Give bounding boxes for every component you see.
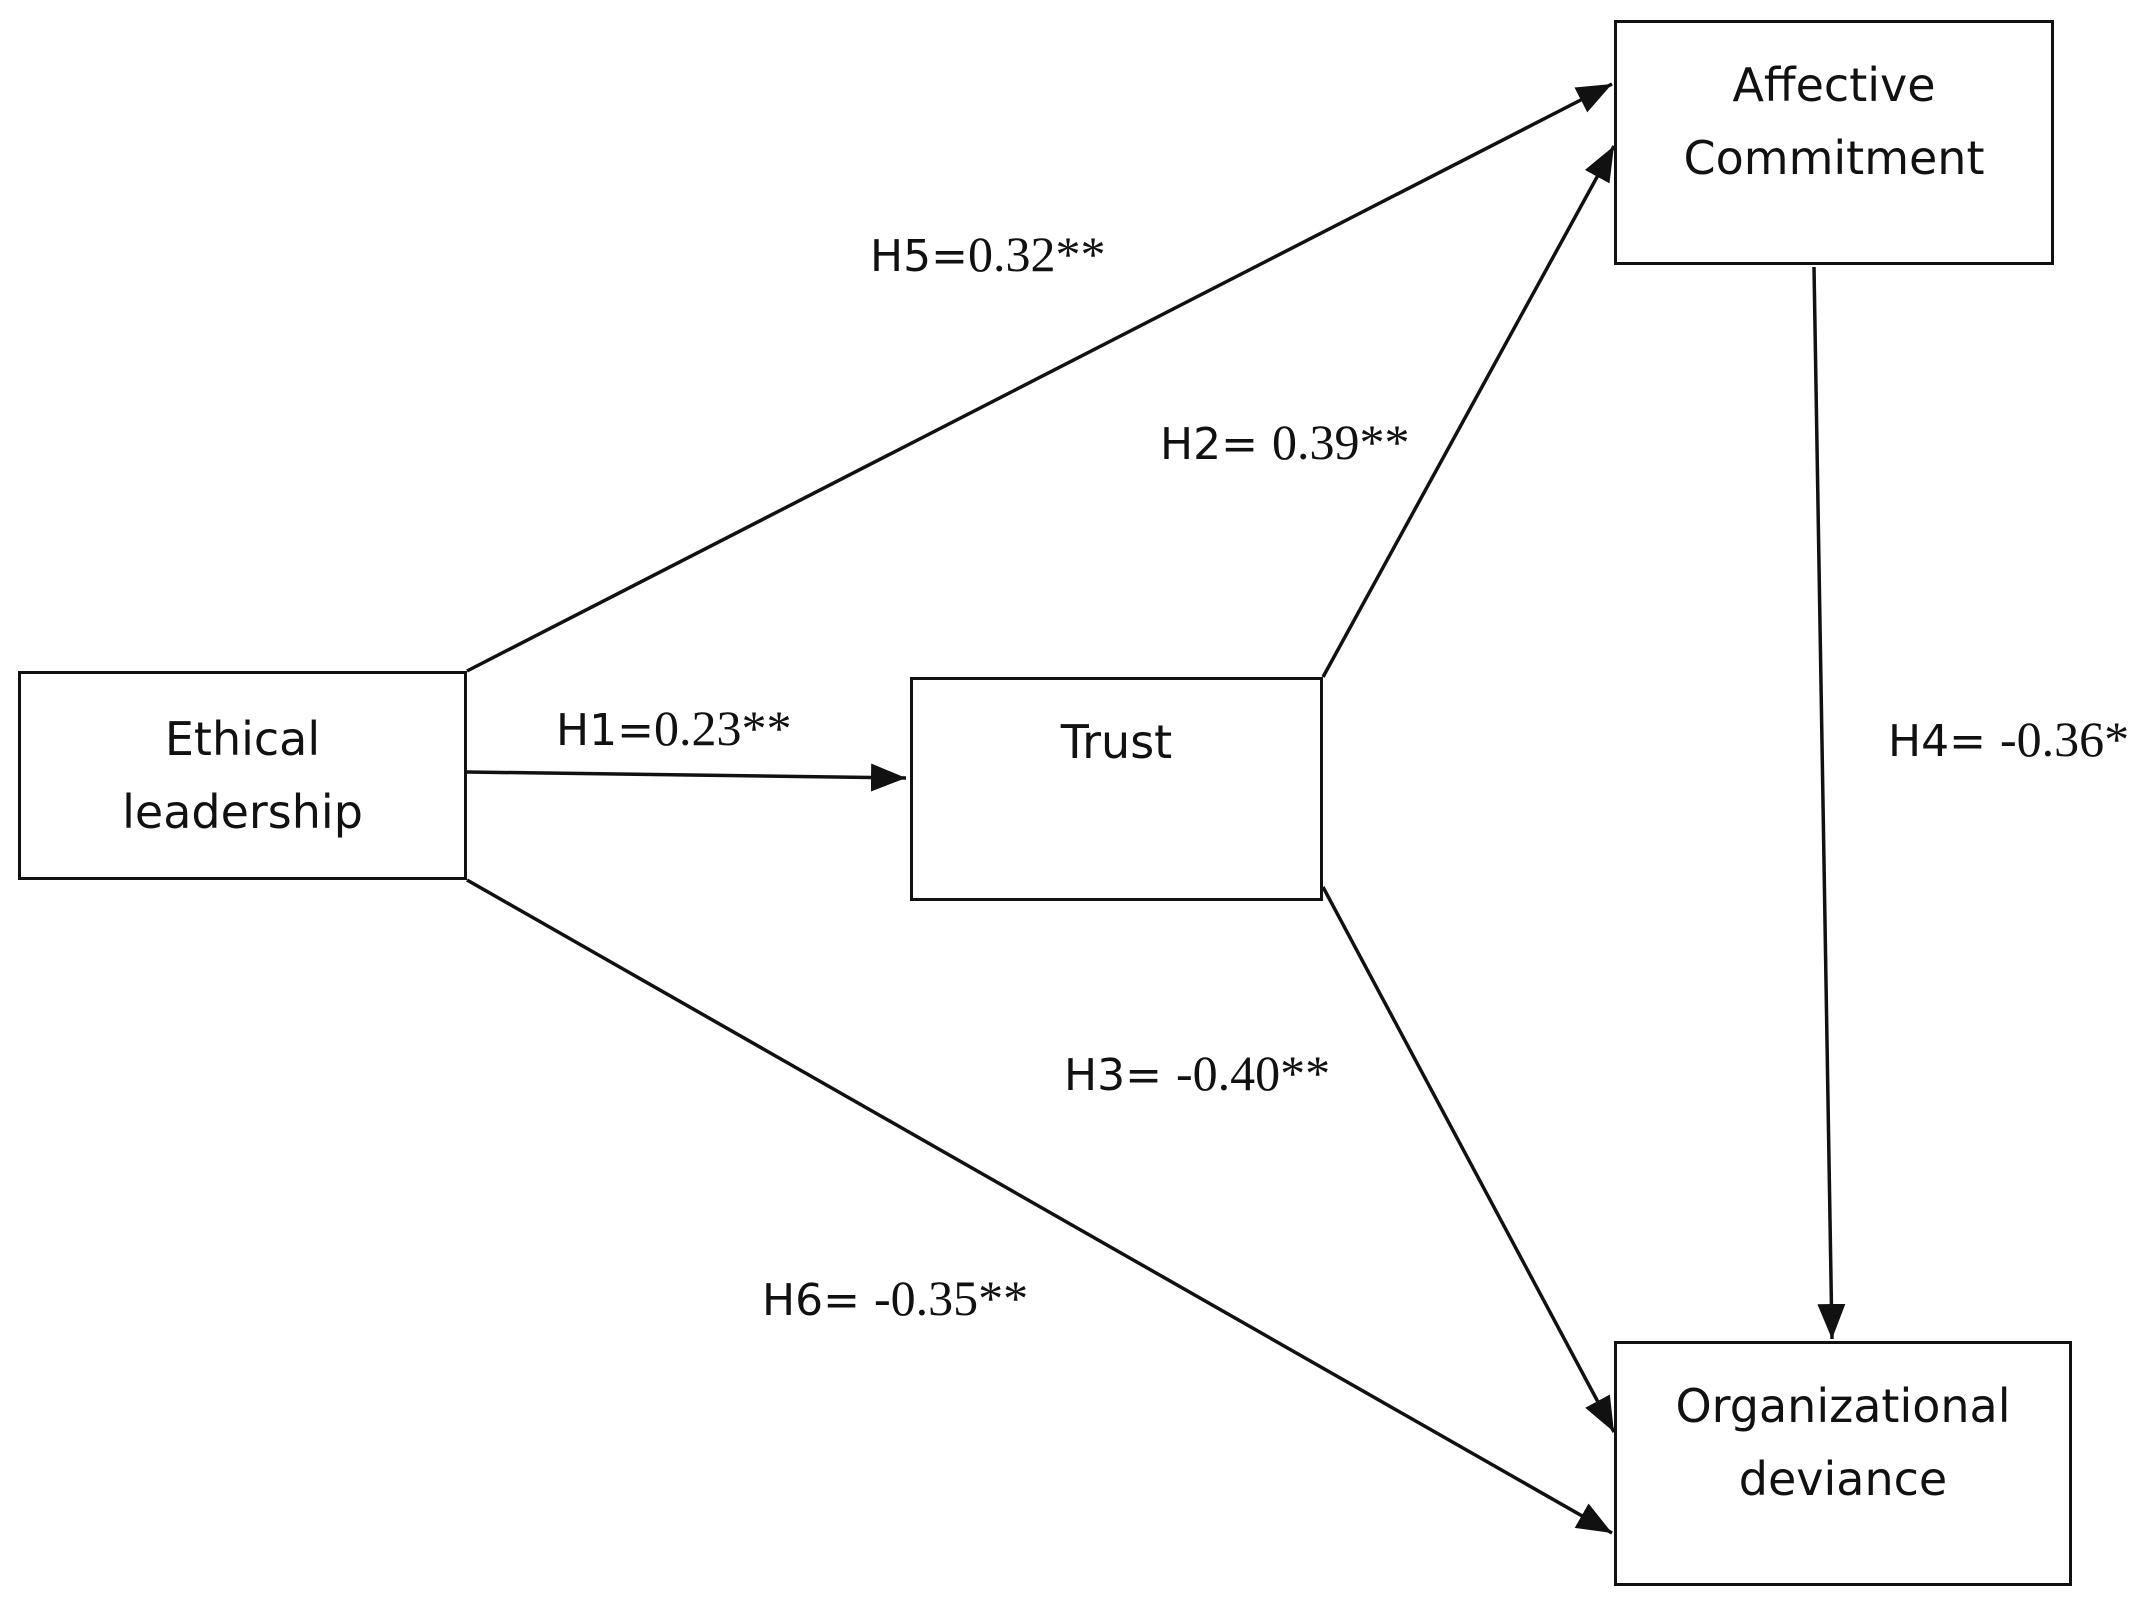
path-label-h3: H3= -0.40**	[1064, 1047, 1330, 1102]
arrow-h1	[466, 763, 907, 792]
path-label-h4-name: H4=	[1888, 716, 2000, 767]
path-label-h5: H5=0.32**	[870, 228, 1105, 283]
arrow-h6	[466, 878, 1613, 1535]
arrow-h4	[1812, 266, 1846, 1340]
path-label-h2-name: H2=	[1160, 419, 1272, 470]
arrow-h2	[1321, 145, 1616, 678]
path-label-h6-value: -0.35**	[873, 1270, 1029, 1326]
path-label-h5-value: 0.32**	[967, 226, 1106, 282]
node-trust: Trust	[910, 677, 1323, 901]
node-trust-line-1: Trust	[1060, 715, 1173, 769]
node-affective-commitment: Affective Commitment	[1614, 20, 2054, 265]
path-label-h3-value: -0.40**	[1175, 1045, 1331, 1101]
node-ethical-line-2: leadership	[122, 784, 363, 839]
node-affective-line-2: Commitment	[1683, 131, 1985, 185]
path-label-h2-value: 0.39**	[1271, 414, 1410, 470]
path-label-h6: H6= -0.35**	[762, 1272, 1028, 1327]
path-label-h1-name: H1=	[556, 705, 654, 756]
node-ethical-line-1: Ethical	[164, 711, 321, 766]
node-deviance-line-2: deviance	[1738, 1452, 1948, 1506]
node-organizational-deviance: Organizational deviance	[1614, 1341, 2072, 1586]
arrow-h3	[1321, 886, 1616, 1433]
node-ethical-leadership: Ethical leadership	[18, 671, 467, 880]
path-label-h4-value: -0.36**	[1999, 711, 2129, 767]
node-affective-line-1: Affective	[1732, 58, 1936, 112]
arrow-h5	[466, 82, 1613, 673]
path-label-h6-name: H6=	[762, 1275, 874, 1326]
node-deviance-line-1: Organizational	[1675, 1379, 2011, 1433]
path-label-h2: H2= 0.39**	[1160, 416, 1409, 471]
path-label-h5-name: H5=	[870, 231, 968, 282]
path-label-h1: H1=0.23**	[556, 702, 791, 757]
path-label-h4: H4= -0.36**	[1888, 713, 2129, 768]
path-label-h1-value: 0.23**	[653, 700, 792, 756]
path-label-h3-name: H3=	[1064, 1050, 1176, 1101]
